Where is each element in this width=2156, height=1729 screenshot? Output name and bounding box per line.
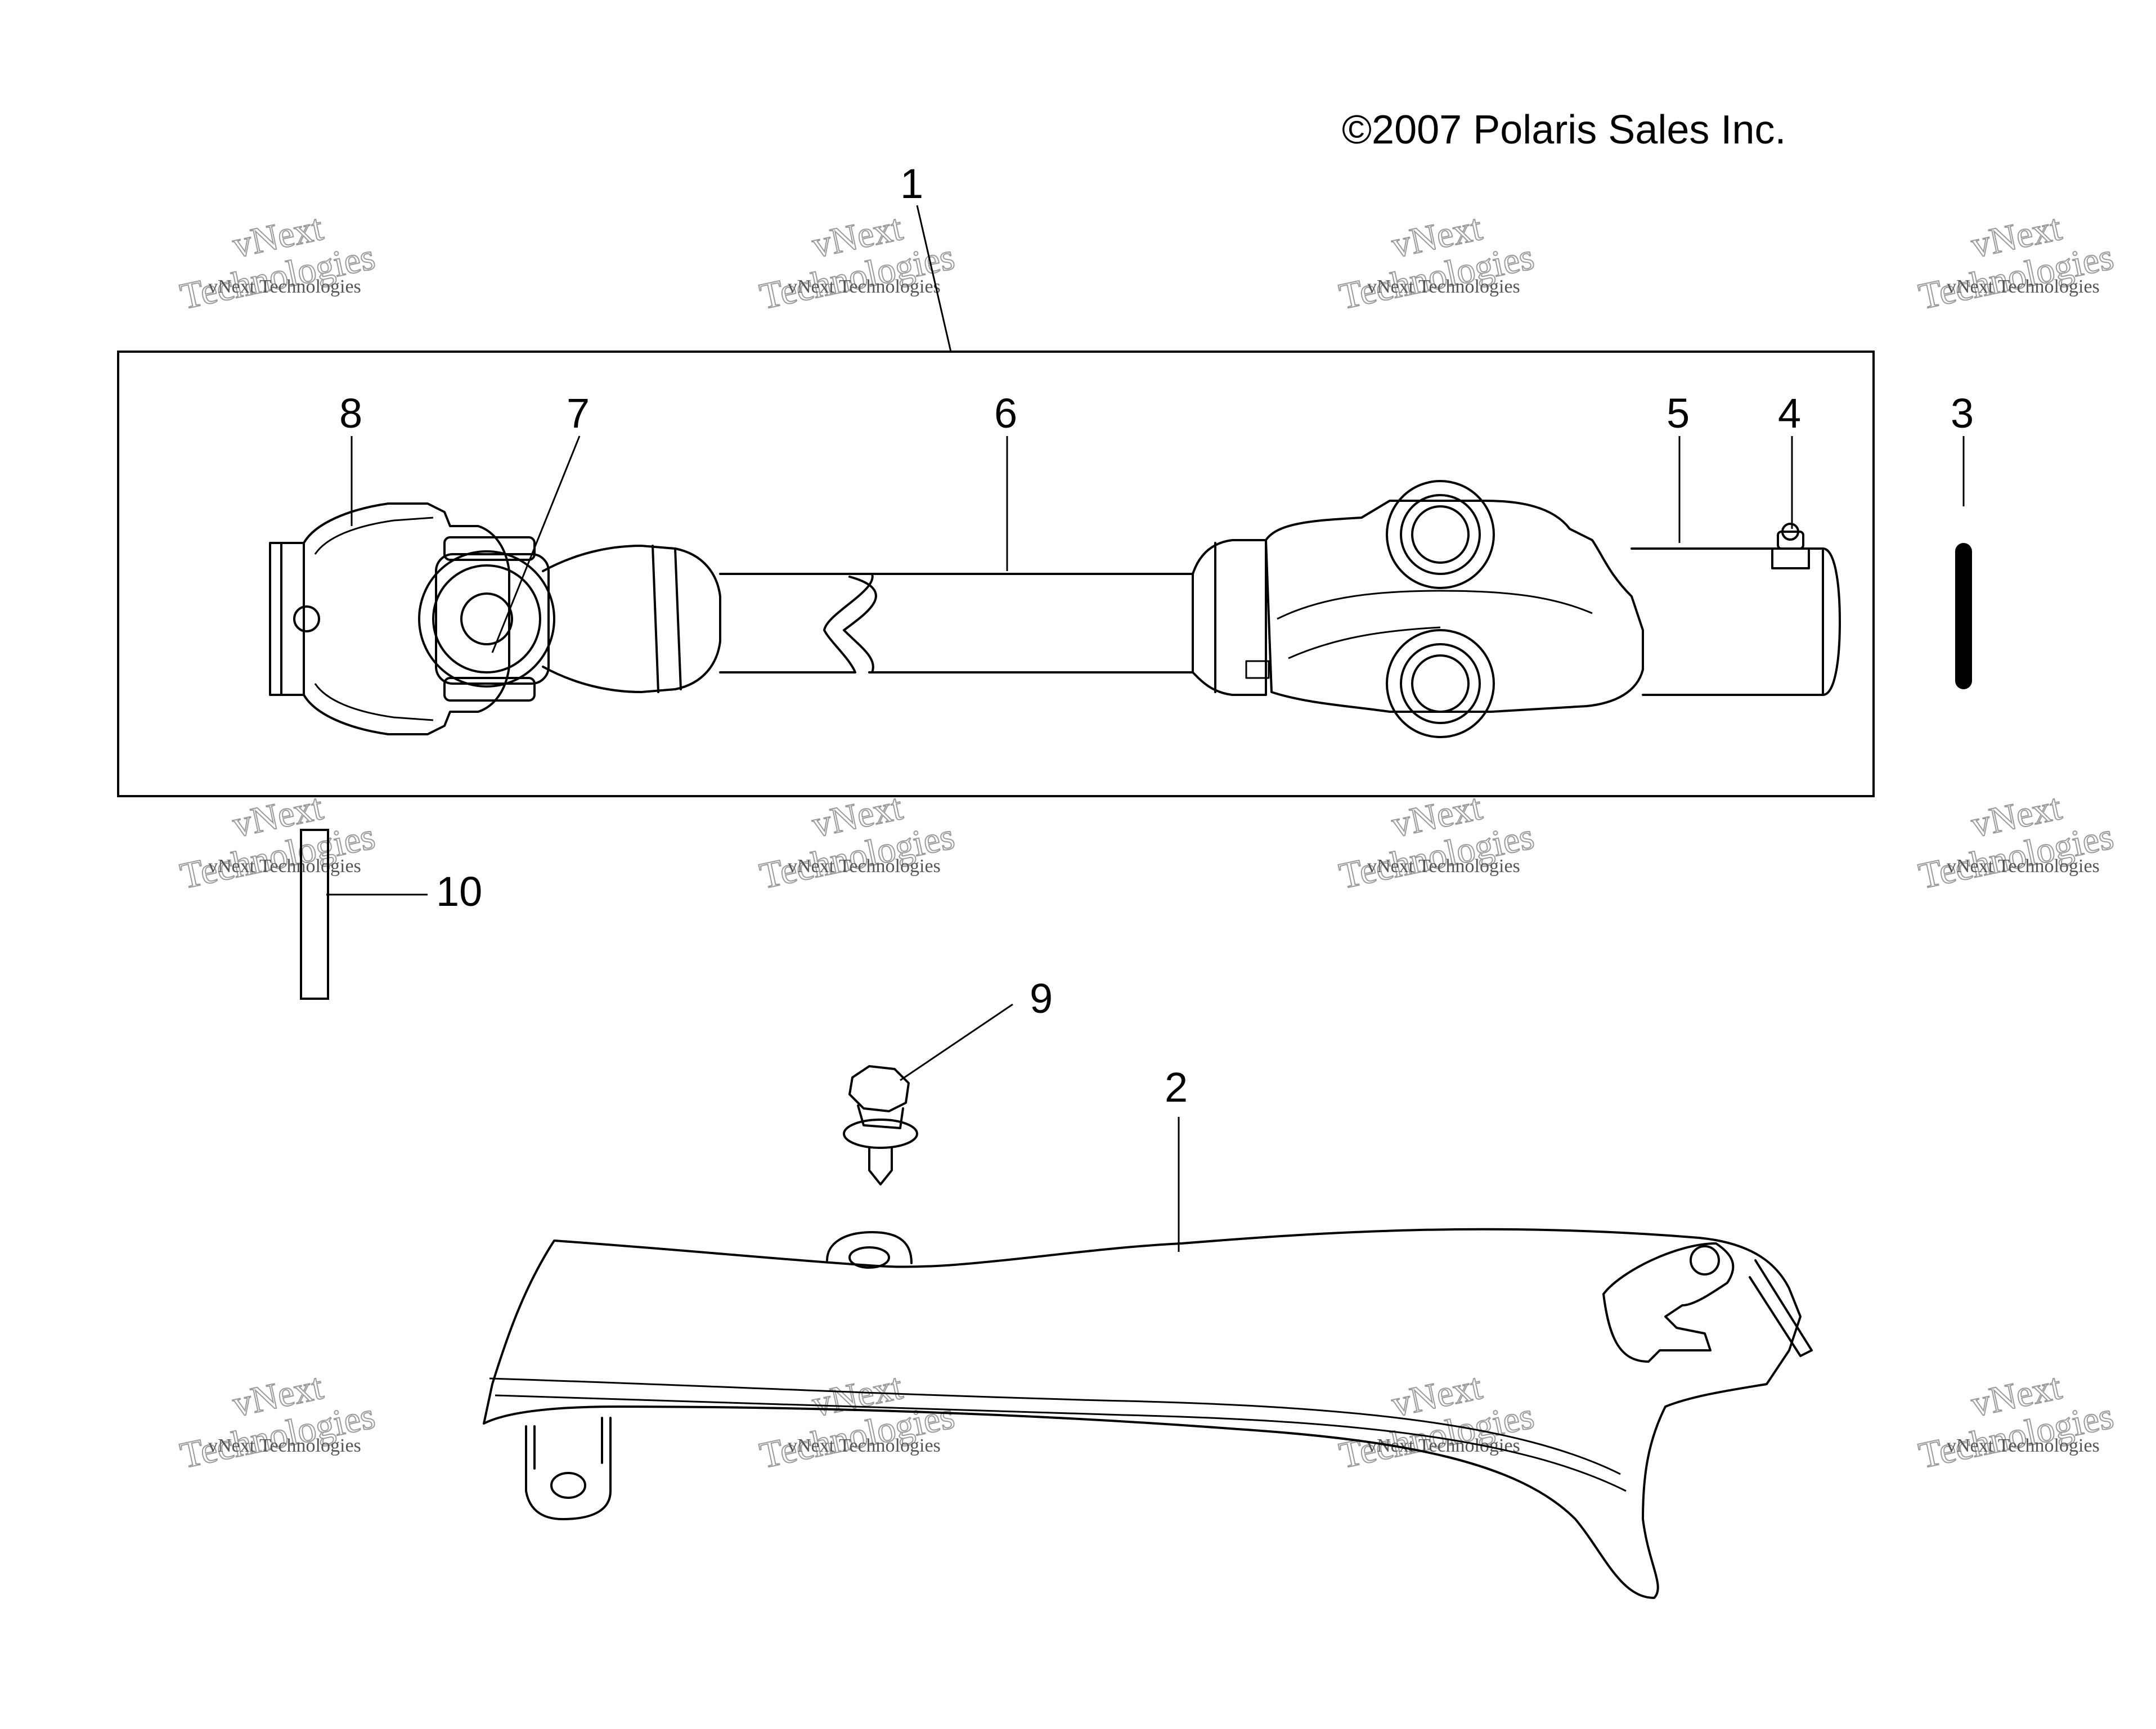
svg-text:vNext Technologies: vNext Technologies bbox=[1947, 276, 2100, 297]
strap bbox=[300, 829, 329, 1000]
svg-text:vNext Technologies: vNext Technologies bbox=[208, 276, 361, 297]
callout-4: 4 bbox=[1778, 390, 1801, 437]
roll-pin bbox=[1955, 543, 1972, 689]
callout-3: 3 bbox=[1951, 390, 1974, 437]
callout-10: 10 bbox=[436, 868, 482, 915]
watermark: vNext Technologies vNext Technologies bbox=[756, 206, 958, 318]
callout-7: 7 bbox=[567, 390, 590, 437]
callout-8: 8 bbox=[339, 390, 362, 437]
flange-bolt bbox=[843, 1065, 918, 1185]
watermark: vNext Technologies vNext Technologies bbox=[1915, 1366, 2117, 1477]
drive-shaft-guard bbox=[483, 1228, 1813, 1599]
watermark: vNext Technologies vNext Technologies bbox=[1335, 1366, 1538, 1477]
svg-text:vNext Technologies: vNext Technologies bbox=[788, 276, 941, 297]
svg-text:vNext Technologies: vNext Technologies bbox=[1367, 276, 1520, 297]
callout-6: 6 bbox=[994, 390, 1017, 437]
drive-shaft-assembly bbox=[269, 480, 1841, 738]
svg-text:vNext Technologies: vNext Technologies bbox=[208, 1435, 361, 1456]
svg-text:vNext Technologies: vNext Technologies bbox=[208, 856, 361, 877]
watermark: vNext Technologies vNext Technologies bbox=[1335, 206, 1538, 318]
callout-2: 2 bbox=[1165, 1064, 1188, 1111]
watermark: vNext Technologies vNext Technologies bbox=[176, 206, 379, 318]
copyright-notice: ©2007 Polaris Sales Inc. bbox=[1342, 107, 1786, 152]
svg-text:vNext Technologies: vNext Technologies bbox=[788, 856, 941, 877]
watermark: vNext Technologies vNext Technologies bbox=[176, 1366, 379, 1477]
svg-text:vNext Technologies: vNext Technologies bbox=[1947, 1435, 2100, 1456]
watermark: vNext Technologies vNext Technologies bbox=[1915, 786, 2117, 897]
watermark: vNext Technologies vNext Technologies bbox=[756, 1366, 958, 1477]
leader-lines bbox=[326, 205, 1965, 1252]
callout-5: 5 bbox=[1667, 390, 1690, 437]
callout-numbers: 1 2 3 4 5 6 7 8 9 10 bbox=[339, 160, 1974, 1111]
watermark: vNext Technologies vNext Technologies bbox=[756, 786, 958, 897]
callout-9: 9 bbox=[1030, 975, 1053, 1022]
svg-text:vNext Technologies: vNext Technologies bbox=[1947, 856, 2100, 877]
svg-text:vNext Technologies: vNext Technologies bbox=[1367, 856, 1520, 877]
svg-text:vNext Technologies: vNext Technologies bbox=[788, 1435, 941, 1456]
watermark-layer: vNext Technologies vNext Technologies vN… bbox=[176, 206, 2117, 1477]
watermark: vNext Technologies vNext Technologies bbox=[1915, 206, 2117, 318]
watermark: vNext Technologies vNext Technologies bbox=[1335, 786, 1538, 897]
assembly-box bbox=[117, 351, 1875, 797]
watermark: vNext Technologies vNext Technologies bbox=[176, 786, 379, 897]
callout-1: 1 bbox=[900, 160, 923, 207]
